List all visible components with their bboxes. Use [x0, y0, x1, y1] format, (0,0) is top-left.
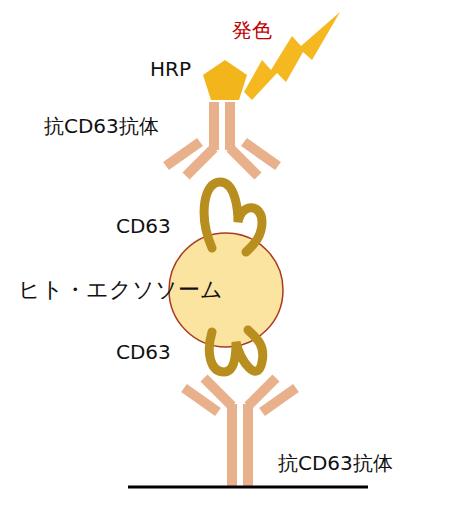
detection-antibody	[166, 102, 278, 176]
enzyme-label: HRP	[150, 57, 191, 81]
cd63-protein	[204, 182, 262, 252]
antibody-label: 抗CD63抗体	[278, 451, 393, 475]
antibody-label: 抗CD63抗体	[44, 114, 159, 138]
protein-label: CD63	[116, 340, 171, 364]
effect-label: 発色	[232, 18, 272, 42]
hrp-enzyme	[203, 60, 247, 100]
protein-label: CD63	[116, 214, 171, 238]
exosome-label: ヒト・エクソソーム	[18, 277, 223, 303]
plate-surface	[128, 486, 368, 489]
cd63-protein	[209, 330, 262, 372]
